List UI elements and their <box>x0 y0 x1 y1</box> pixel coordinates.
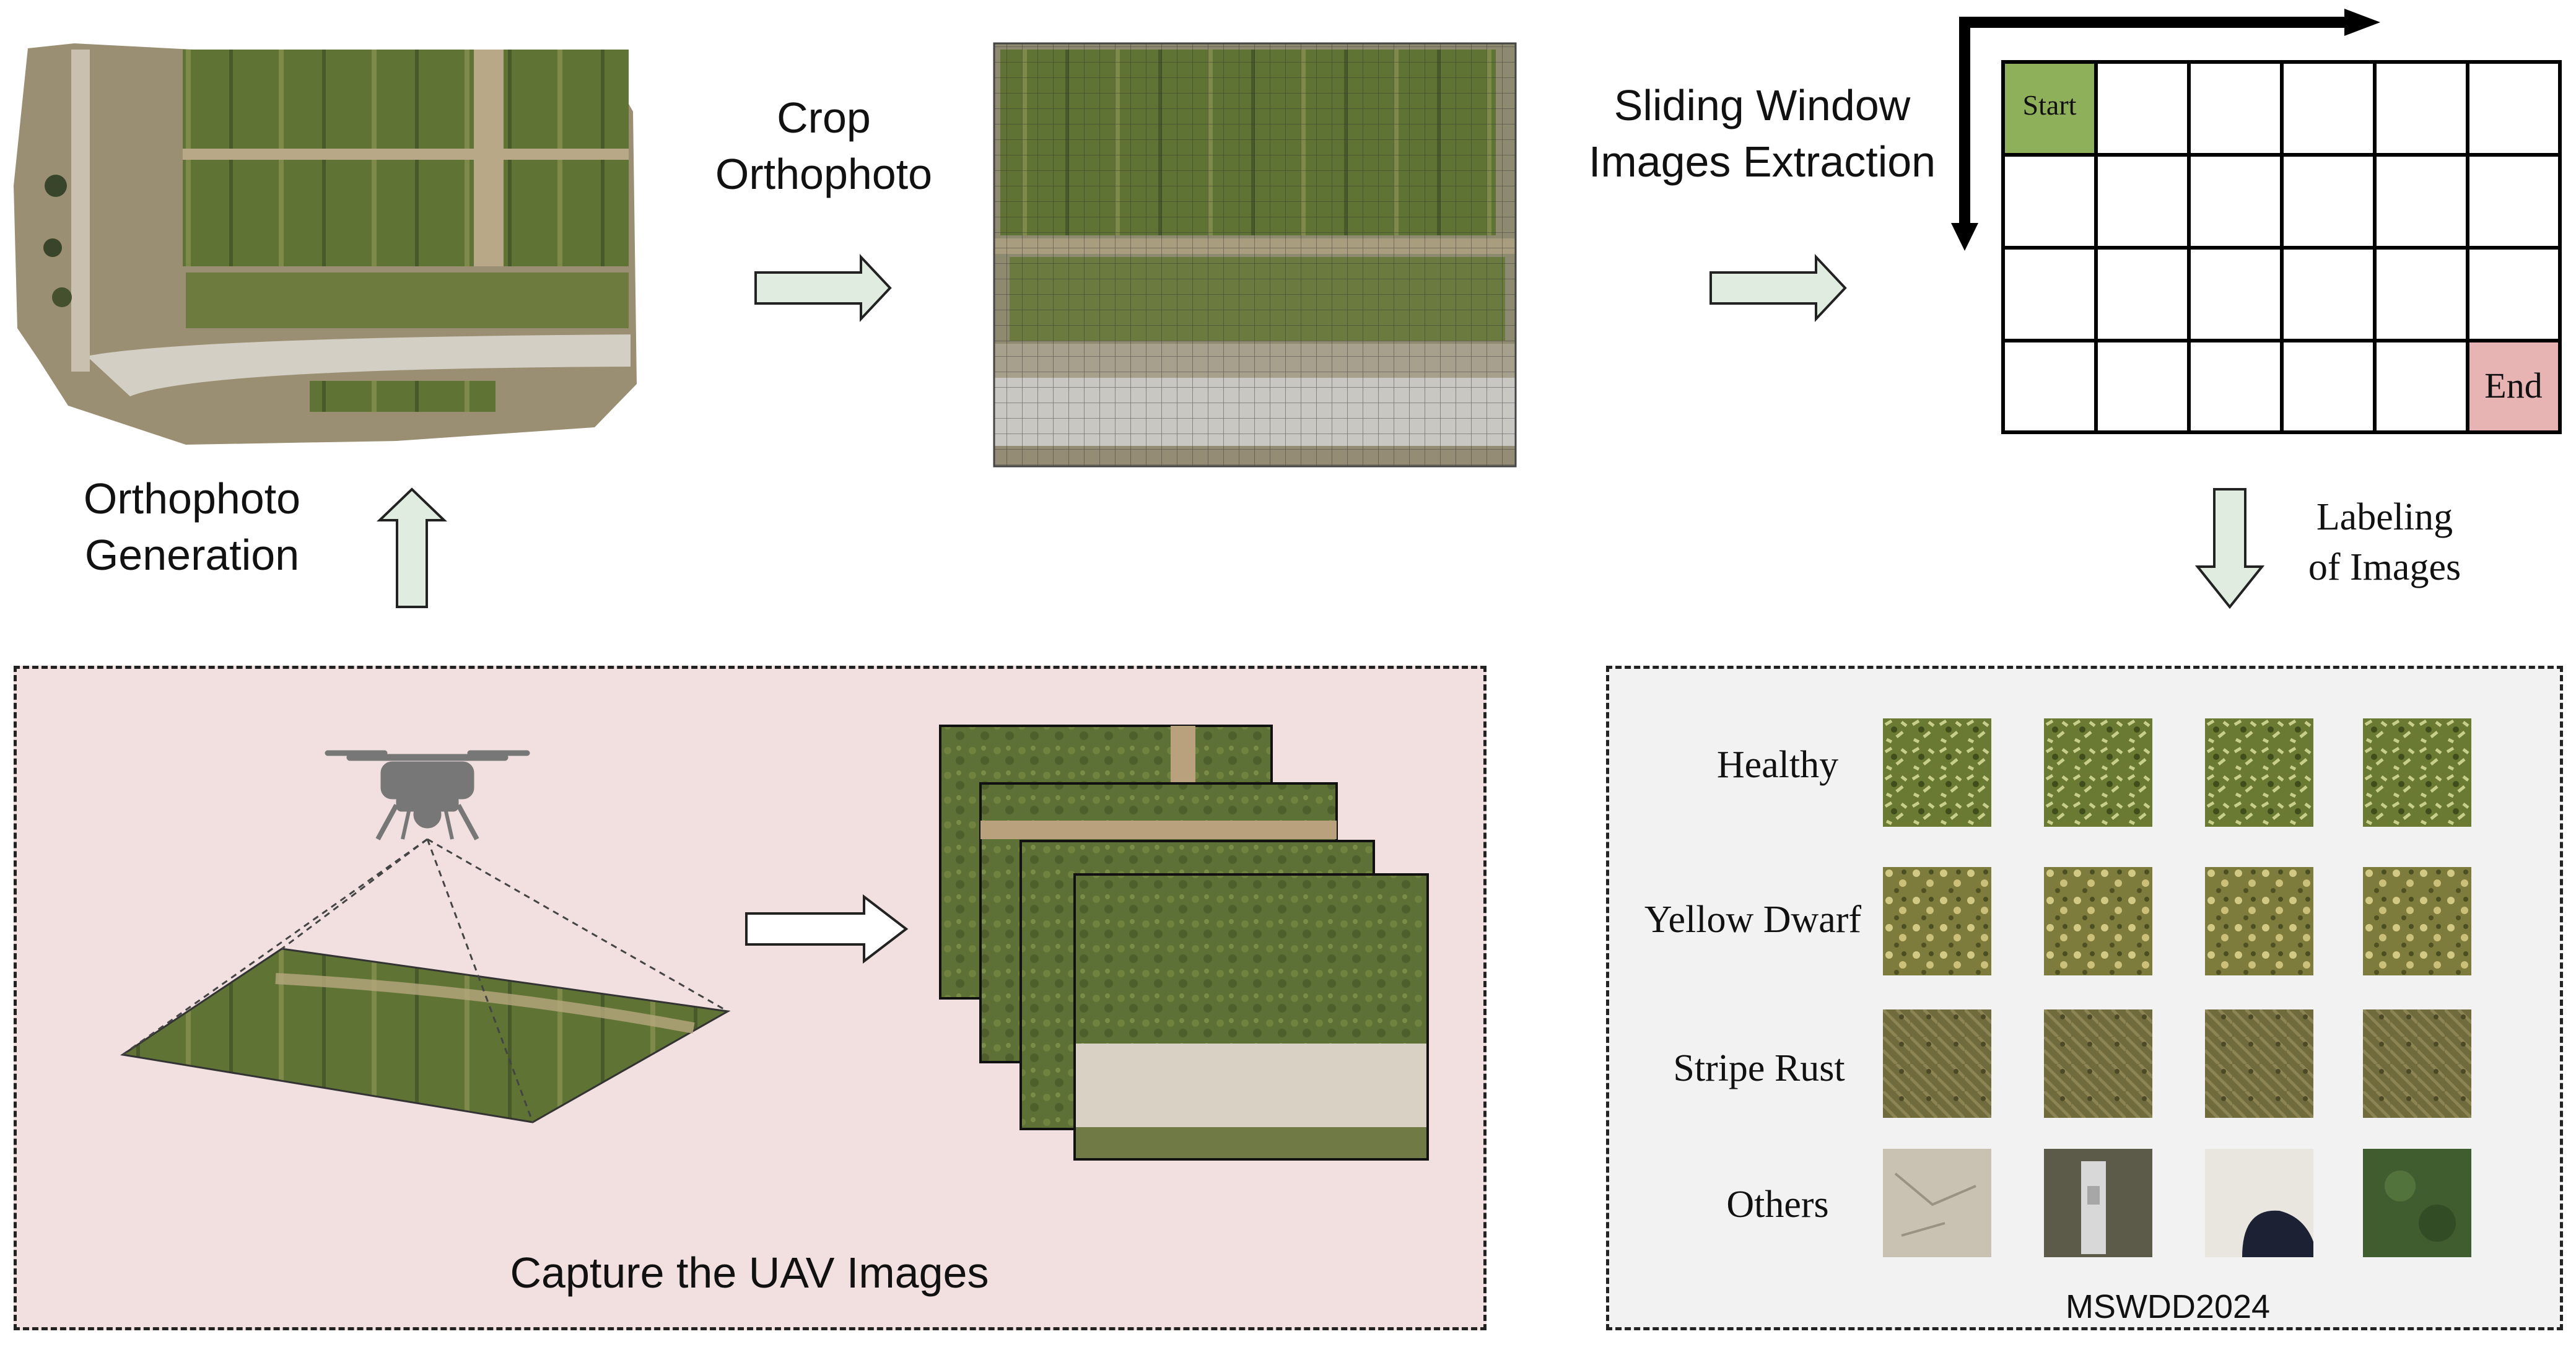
sliding-window-grid <box>2001 60 2562 434</box>
class-label-yellow-dwarf: Yellow Dwarf <box>1644 899 1862 941</box>
sample-others-1 <box>1883 1149 1991 1257</box>
sample-yellow-dwarf-3 <box>2205 867 2313 975</box>
sample-healthy-4 <box>2363 718 2471 827</box>
orthophoto-image <box>14 43 637 445</box>
sample-others-4 <box>2363 1149 2471 1257</box>
sample-healthy-2 <box>2044 718 2152 827</box>
capture-panel <box>14 666 1487 1330</box>
arrow-to-sliding-window <box>1709 253 1847 323</box>
crop-orthophoto-label: Crop Orthophoto <box>715 94 933 198</box>
arrow-to-crop <box>754 253 892 323</box>
sample-others-3 <box>2205 1149 2313 1257</box>
class-label-stripe-rust: Stripe Rust <box>1673 1047 1845 1089</box>
grid-start-cell <box>2003 62 2096 154</box>
sample-stripe-rust-2 <box>2044 1009 2152 1118</box>
labeling-label: Labeling of Images <box>2308 496 2461 588</box>
orthophoto-generation-label: Orthophoto Generation <box>83 474 301 579</box>
grid-end-cell <box>2467 341 2560 432</box>
sample-stripe-rust-4 <box>2363 1009 2471 1118</box>
sample-yellow-dwarf-1 <box>1883 867 1991 975</box>
sample-healthy-1 <box>1883 718 1991 827</box>
class-label-others: Others <box>1726 1184 1829 1226</box>
capture-label: Capture the UAV Images <box>510 1249 989 1297</box>
sliding-direction-arrows <box>1951 9 2380 251</box>
cropped-orthophoto-image <box>993 42 1517 468</box>
sample-healthy-3 <box>2205 718 2313 827</box>
class-label-healthy: Healthy <box>1716 744 1839 786</box>
sample-yellow-dwarf-4 <box>2363 867 2471 975</box>
dataset-name: MSWDD2024 <box>2065 1288 2271 1325</box>
grid-start-label: Start <box>2022 89 2077 121</box>
sliding-window-label: Sliding Window Images Extraction <box>1588 81 1936 186</box>
grid-end-label: End <box>2484 365 2543 406</box>
sample-yellow-dwarf-2 <box>2044 867 2152 975</box>
arrow-up-orthophoto-generation <box>377 487 447 608</box>
sample-others-2 <box>2044 1149 2152 1257</box>
arrow-down-labeling <box>2194 488 2265 609</box>
sample-stripe-rust-3 <box>2205 1009 2313 1118</box>
sample-stripe-rust-1 <box>1883 1009 1991 1118</box>
